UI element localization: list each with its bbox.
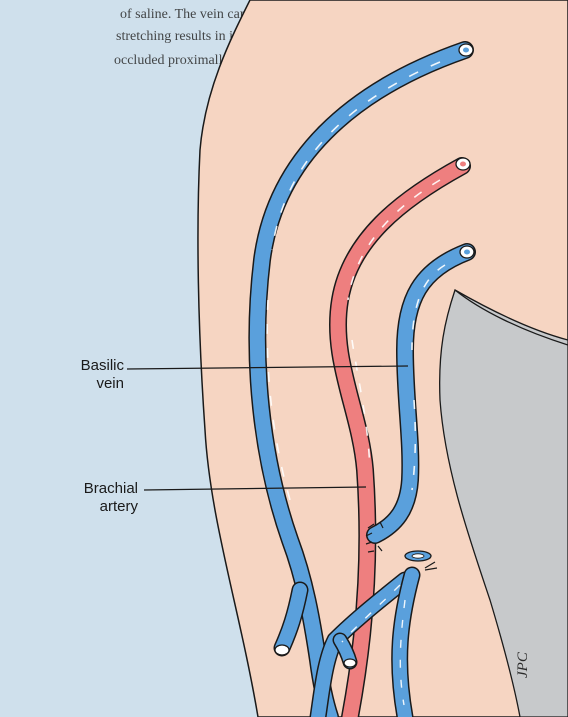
torso-shadow bbox=[439, 289, 568, 717]
ligature-ties bbox=[424, 561, 438, 571]
outer-vein bbox=[249, 42, 473, 717]
outer-vein-highlight bbox=[266, 61, 441, 501]
basilic-label-line-1: Basilic bbox=[80, 357, 124, 374]
outer-vein-end-lumen bbox=[463, 47, 469, 53]
brachial-artery bbox=[330, 158, 470, 717]
brachial-leader-line bbox=[143, 486, 367, 491]
basilic-leader-line bbox=[126, 365, 409, 370]
outer-vein-branch-end bbox=[274, 644, 290, 656]
anastomosis-sutures bbox=[365, 521, 384, 553]
brachial-artery-end-lumen bbox=[460, 161, 466, 167]
basilic-vein-label: Basilic vein bbox=[40, 357, 124, 393]
distal-vein-highlight bbox=[341, 584, 406, 706]
brachial-label-line-1: Brachial bbox=[83, 480, 138, 497]
basilic-vein-highlight bbox=[411, 264, 446, 491]
basilic-vein-end-lumen bbox=[464, 249, 470, 255]
brachial-artery-label: Brachial artery bbox=[40, 480, 138, 516]
artist-signature: JPC bbox=[515, 652, 531, 678]
ligated-vein-stump-lumen bbox=[411, 553, 425, 559]
basilic-vein bbox=[367, 244, 475, 543]
axilla-line bbox=[454, 289, 568, 346]
brachial-artery-highlight bbox=[347, 179, 441, 471]
brachial-label-line-2: artery bbox=[99, 498, 138, 515]
basilic-label-line-2: vein bbox=[96, 375, 124, 392]
distal-vein-branch-end bbox=[343, 658, 357, 668]
outer-vein-branch bbox=[275, 583, 307, 655]
